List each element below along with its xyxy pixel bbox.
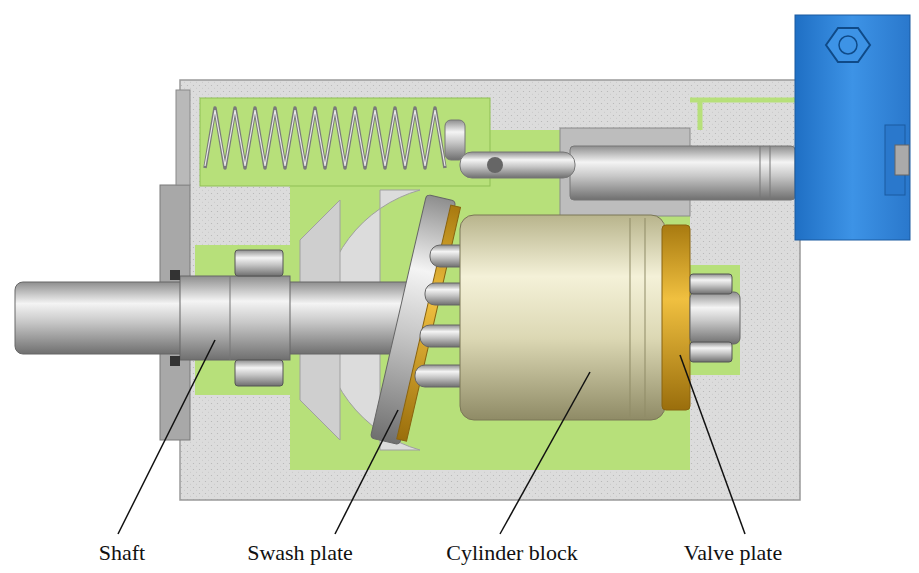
leader-lines: [118, 340, 745, 534]
part-label: Shaft: [99, 540, 145, 565]
part-label: Swash plate: [247, 540, 353, 565]
part-label-box: Shaft: [99, 540, 145, 566]
part-label-box: Valve plate: [684, 540, 782, 566]
part-label: Cylinder block: [446, 540, 577, 565]
part-label: Valve plate: [684, 540, 782, 565]
part-label-box: Swash plate: [247, 540, 353, 566]
part-label-box: Cylinder block: [446, 540, 577, 566]
